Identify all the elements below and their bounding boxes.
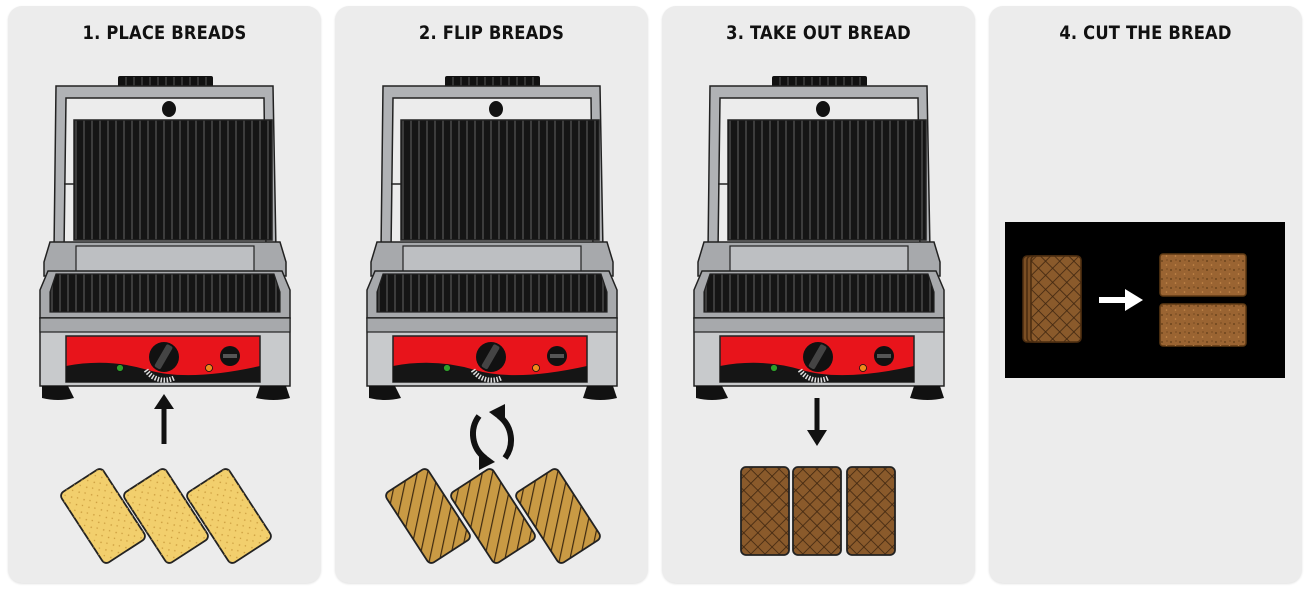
arrow-right-icon	[1099, 289, 1143, 311]
bread-slice-icon	[383, 466, 473, 566]
step-1-title: 1. PLACE BREADS	[82, 22, 247, 44]
step-3-title: 3. TAKE OUT BREAD	[726, 22, 911, 44]
bread-slice-icon	[1159, 253, 1247, 297]
step-4-title: 4. CUT THE BREAD	[1059, 22, 1232, 44]
bread-slices-half-grilled	[383, 466, 603, 566]
bread-slices-grilled	[740, 466, 896, 556]
step-4-panel: 4. CUT THE BREAD	[989, 6, 1302, 583]
arrow-down-icon	[807, 398, 827, 446]
panini-grill-icon	[40, 76, 290, 400]
bread-slice-icon	[184, 466, 274, 566]
bread-slice-icon	[792, 466, 842, 556]
cut-bread-pieces	[1159, 253, 1247, 347]
arrow-up-icon	[154, 394, 174, 444]
bread-slice-icon	[58, 466, 148, 566]
step-2-panel: 2. FLIP BREADS	[335, 6, 648, 583]
bread-slice-icon	[121, 466, 211, 566]
panini-grill-icon	[367, 76, 617, 400]
bread-slice-icon	[740, 466, 790, 556]
stacked-bread-icon	[1022, 255, 1082, 343]
rotate-arrows-icon	[470, 404, 514, 470]
step-2-title: 2. FLIP BREADS	[418, 22, 565, 44]
bread-slice-icon	[448, 466, 538, 566]
bread-slice-icon	[1159, 303, 1247, 347]
step-1-panel: 1. PLACE BREADS	[8, 6, 321, 583]
bread-slices-raw	[58, 466, 274, 566]
bread-slice-icon	[846, 466, 896, 556]
bread-slice-icon	[513, 466, 603, 566]
panini-grill-icon	[694, 76, 944, 400]
step-3-panel: 3. TAKE OUT BREAD	[662, 6, 975, 583]
